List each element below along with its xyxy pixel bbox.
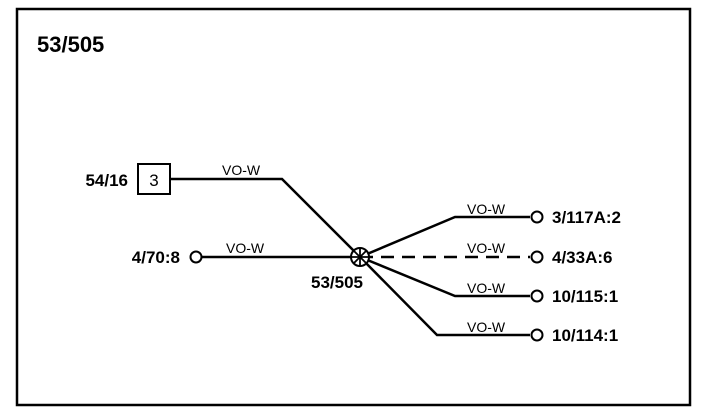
diagram-title: 53/505 (37, 32, 104, 57)
terminal-circle (530, 328, 544, 342)
splice-label: 53/505 (311, 273, 363, 292)
connector-label: 10/115:1 (552, 287, 618, 306)
pin-box (137, 163, 171, 195)
wire-10-114-1 (359, 256, 530, 337)
terminal-circle (530, 210, 544, 224)
wire-54-16 (170, 177, 361, 258)
wire-color-label: VO-W (222, 162, 261, 178)
wire-3-117a-2 (359, 215, 530, 259)
connector-label: 4/33A:6 (552, 248, 612, 267)
connector-label: 4/70:8 (132, 248, 180, 267)
terminal-circle (530, 250, 544, 264)
pin-box-number: 3 (149, 171, 158, 190)
connector-label: 54/16 (85, 171, 128, 190)
splice-icon (350, 247, 370, 267)
wire-color-label: VO-W (467, 240, 506, 256)
wire-color-label: VO-W (467, 280, 506, 296)
wire-10-115-1 (359, 255, 530, 298)
connector-label: 3/117A:2 (552, 208, 621, 227)
diagram-frame (15, 7, 692, 407)
terminal-circle (530, 289, 544, 303)
wire-color-label: VO-W (467, 319, 506, 335)
connector-label: 10/114:1 (552, 326, 618, 345)
wire-color-label: VO-W (467, 201, 506, 217)
wire-color-label: VO-W (226, 240, 265, 256)
terminal-circle (189, 250, 203, 264)
